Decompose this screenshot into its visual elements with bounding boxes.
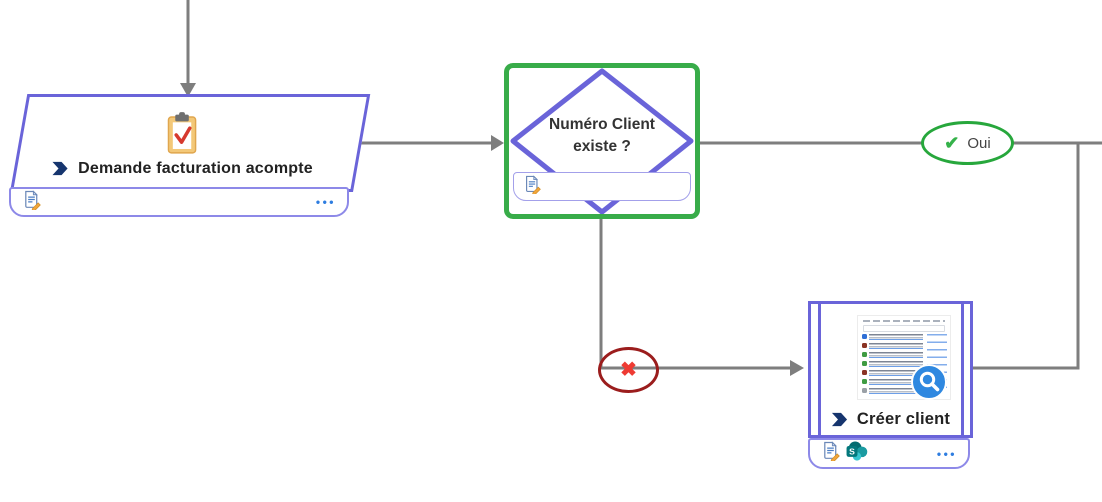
connector-label-non[interactable]: ✖ (598, 347, 659, 393)
svg-text:S: S (849, 447, 855, 457)
thumbnail-navbar (863, 320, 945, 322)
thumbnail-search-bar (863, 325, 945, 332)
cross-icon: ✖ (620, 359, 637, 381)
node-creer-footer: S ••• (808, 438, 970, 469)
power-automate-icon (831, 412, 847, 427)
node-demande-content: Demande facturation acompte (14, 97, 351, 189)
thumbnail-rows (862, 334, 923, 397)
more-options-button[interactable]: ••• (315, 195, 336, 209)
node-creer-title: Créer client (856, 410, 951, 428)
connector-decision-non (599, 218, 792, 370)
sharepoint-icon: S (846, 441, 868, 466)
connector-creer-merge (971, 144, 1080, 370)
clipboard-check-icon (167, 111, 197, 154)
node-creer-client[interactable]: Créer client (808, 301, 973, 438)
arrowhead-into-decision (491, 135, 504, 151)
decision-title-line2: existe ? (573, 138, 631, 155)
decision-diamond (510, 68, 694, 214)
power-automate-icon (52, 161, 68, 176)
connector-label-oui[interactable]: ✔ Oui (921, 121, 1014, 165)
node-decision-numero-client[interactable]: Numéro Client existe ? (504, 63, 700, 219)
document-edit-icon[interactable] (22, 189, 41, 215)
more-options-button[interactable]: ••• (936, 446, 957, 461)
node-demande-facturation[interactable]: Demande facturation acompte (10, 94, 371, 192)
node-decision-footer (513, 172, 691, 201)
oui-label: Oui (967, 134, 991, 152)
document-edit-icon[interactable] (821, 441, 840, 466)
decision-title-line1: Numéro Client (549, 116, 655, 133)
node-demande-title: Demande facturation acompte (78, 159, 313, 177)
search-magnifier-icon (911, 364, 947, 400)
check-icon: ✔ (944, 133, 960, 153)
arrowhead-into-demande (180, 83, 196, 97)
arrowhead-into-creer (790, 360, 804, 376)
document-edit-icon[interactable] (523, 174, 541, 199)
screenshot-thumbnail (857, 315, 951, 400)
node-demande-footer: ••• (9, 187, 349, 217)
